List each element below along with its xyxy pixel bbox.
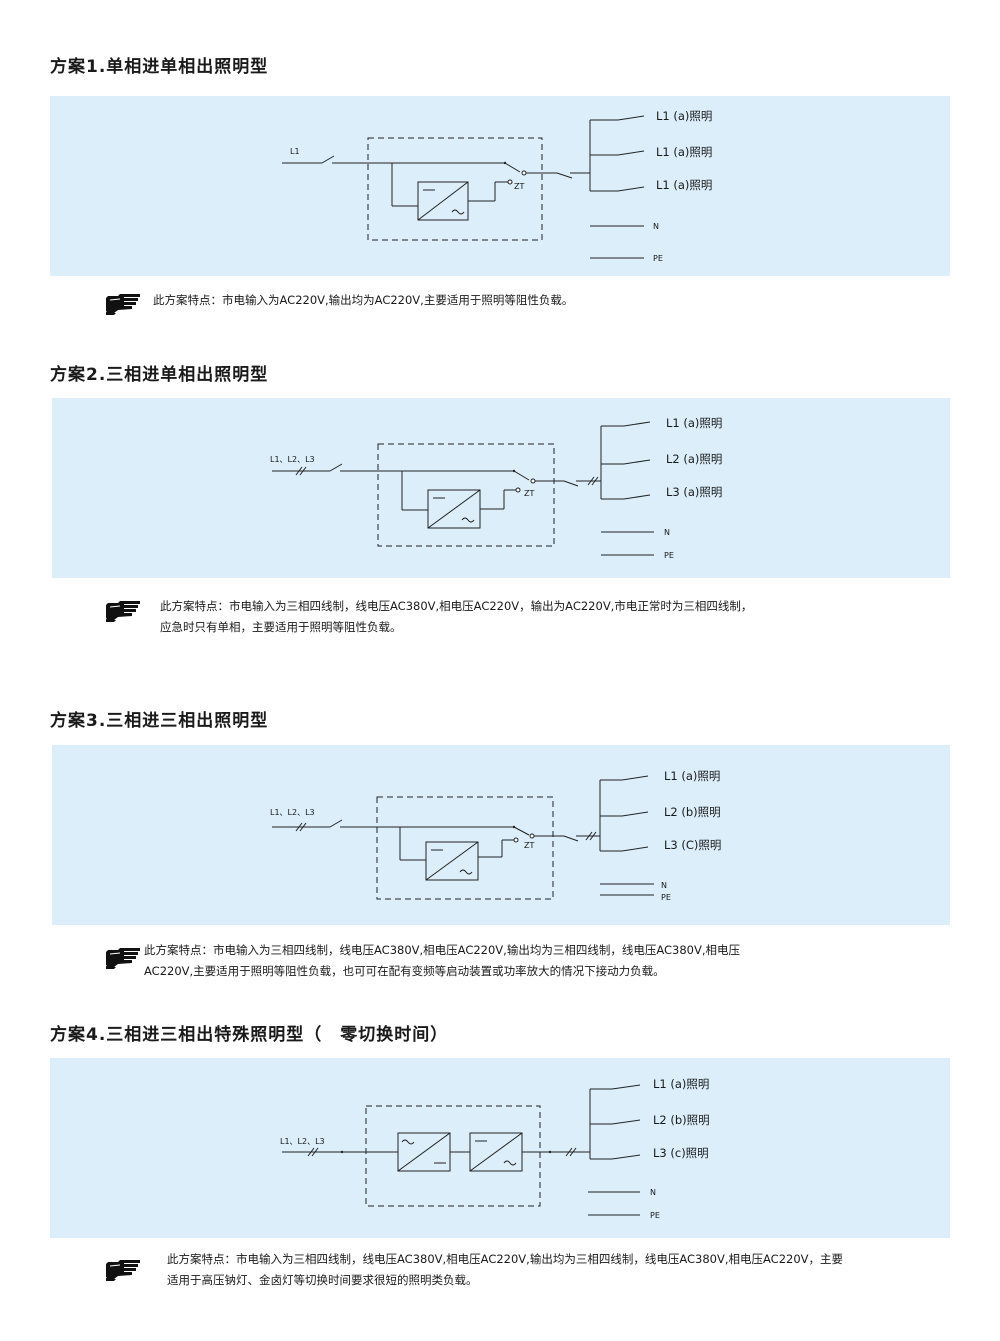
pointing-hand-icon <box>105 1259 141 1282</box>
scheme4-input-label: L1、L2、L3 <box>280 1137 325 1146</box>
scheme1-input-label: L1 <box>290 147 300 156</box>
pointing-hand-icon <box>105 947 141 970</box>
scheme1-switch-label: ZT <box>514 182 524 191</box>
scheme2-note: 此方案特点：市电输入为三相四线制，线电压AC380V,相电压AC220V，输出为… <box>160 596 752 638</box>
scheme4-pe-label: PE <box>650 1211 660 1220</box>
scheme3-diagram: L1、L2、L3 ZT L1 (a)照明 L2 (b)照明 L3 (C)照明 N <box>52 745 950 925</box>
scheme3-n-label: N <box>661 881 667 890</box>
scheme2-input-label: L1、L2、L3 <box>270 455 315 464</box>
scheme2-output-1: L1 (a)照明 <box>666 416 722 430</box>
scheme1-output-2: L1 (a)照明 <box>656 145 712 159</box>
scheme2-note-line2: 应急时只有单相，主要适用于照明等阻性负载。 <box>160 620 402 634</box>
scheme1-diagram: L1 ZT L1 (a)照明 L1 (a)照明 L1 (a)照明 N PE <box>50 96 950 276</box>
scheme1-output-1: L1 (a)照明 <box>656 109 712 123</box>
scheme1-note: 此方案特点：市电输入为AC220V,输出均为AC220V,主要适用于照明等阻性负… <box>153 290 573 311</box>
scheme4-output-2: L2 (b)照明 <box>653 1113 710 1127</box>
scheme4-note-line2: 适用于高压钠灯、金卤灯等切换时间要求很短的照明类负载。 <box>167 1273 478 1287</box>
scheme4-note: 此方案特点：市电输入为三相四线制，线电压AC380V,相电压AC220V,输出均… <box>167 1249 843 1291</box>
scheme4-output-3: L3 (c)照明 <box>653 1146 709 1160</box>
pointing-hand-icon <box>105 600 141 623</box>
scheme1-pe-label: PE <box>653 254 663 263</box>
scheme2-output-2: L2 (a)照明 <box>666 452 722 466</box>
scheme1-note-line1: 此方案特点：市电输入为AC220V,输出均为AC220V,主要适用于照明等阻性负… <box>153 293 574 307</box>
scheme3-output-1: L1 (a)照明 <box>664 769 720 783</box>
scheme3-output-2: L2 (b)照明 <box>664 805 721 819</box>
scheme1-title: 方案1.单相进单相出照明型 <box>50 57 269 77</box>
scheme2-pe-label: PE <box>664 551 674 560</box>
scheme2-output-3: L3 (a)照明 <box>666 485 722 499</box>
scheme2-title: 方案2.三相进单相出照明型 <box>50 365 269 385</box>
scheme3-input-label: L1、L2、L3 <box>270 808 315 817</box>
scheme4-note-line1: 此方案特点：市电输入为三相四线制，线电压AC380V,相电压AC220V,输出均… <box>167 1252 844 1266</box>
scheme2-diagram: L1、L2、L3 ZT L1 (a)照明 L2 (a)照明 L3 (a)照明 N <box>52 398 950 578</box>
scheme4-n-label: N <box>650 1188 656 1197</box>
scheme4-title: 方案4.三相进三相出特殊照明型（ 零切换时间） <box>50 1025 449 1045</box>
scheme3-note-line1: 此方案特点：市电输入为三相四线制，线电压AC380V,相电压AC220V,输出均… <box>144 943 740 957</box>
scheme2-n-label: N <box>664 528 670 537</box>
scheme3-note-line2: AC220V,主要适用于照明等阻性负载，也可可在配有变频等启动装置或功率放大的情… <box>144 964 665 978</box>
scheme4-output-1: L1 (a)照明 <box>653 1077 709 1091</box>
scheme3-output-3: L3 (C)照明 <box>664 838 721 852</box>
pointing-hand-icon <box>105 293 141 316</box>
scheme2-switch-label: ZT <box>524 489 534 498</box>
scheme4-diagram: L1、L2、L3 L1 (a)照明 L2 (b)照明 L3 (c)照明 N PE <box>50 1058 950 1238</box>
scheme2-note-line1: 此方案特点：市电输入为三相四线制，线电压AC380V,相电压AC220V，输出为… <box>160 599 753 613</box>
scheme3-note: 此方案特点：市电输入为三相四线制，线电压AC380V,相电压AC220V,输出均… <box>144 940 740 982</box>
scheme3-title: 方案3.三相进三相出照明型 <box>50 711 269 731</box>
scheme3-switch-label: ZT <box>524 841 534 850</box>
scheme3-pe-label: PE <box>661 893 671 902</box>
scheme1-output-3: L1 (a)照明 <box>656 178 712 192</box>
scheme1-n-label: N <box>653 222 659 231</box>
